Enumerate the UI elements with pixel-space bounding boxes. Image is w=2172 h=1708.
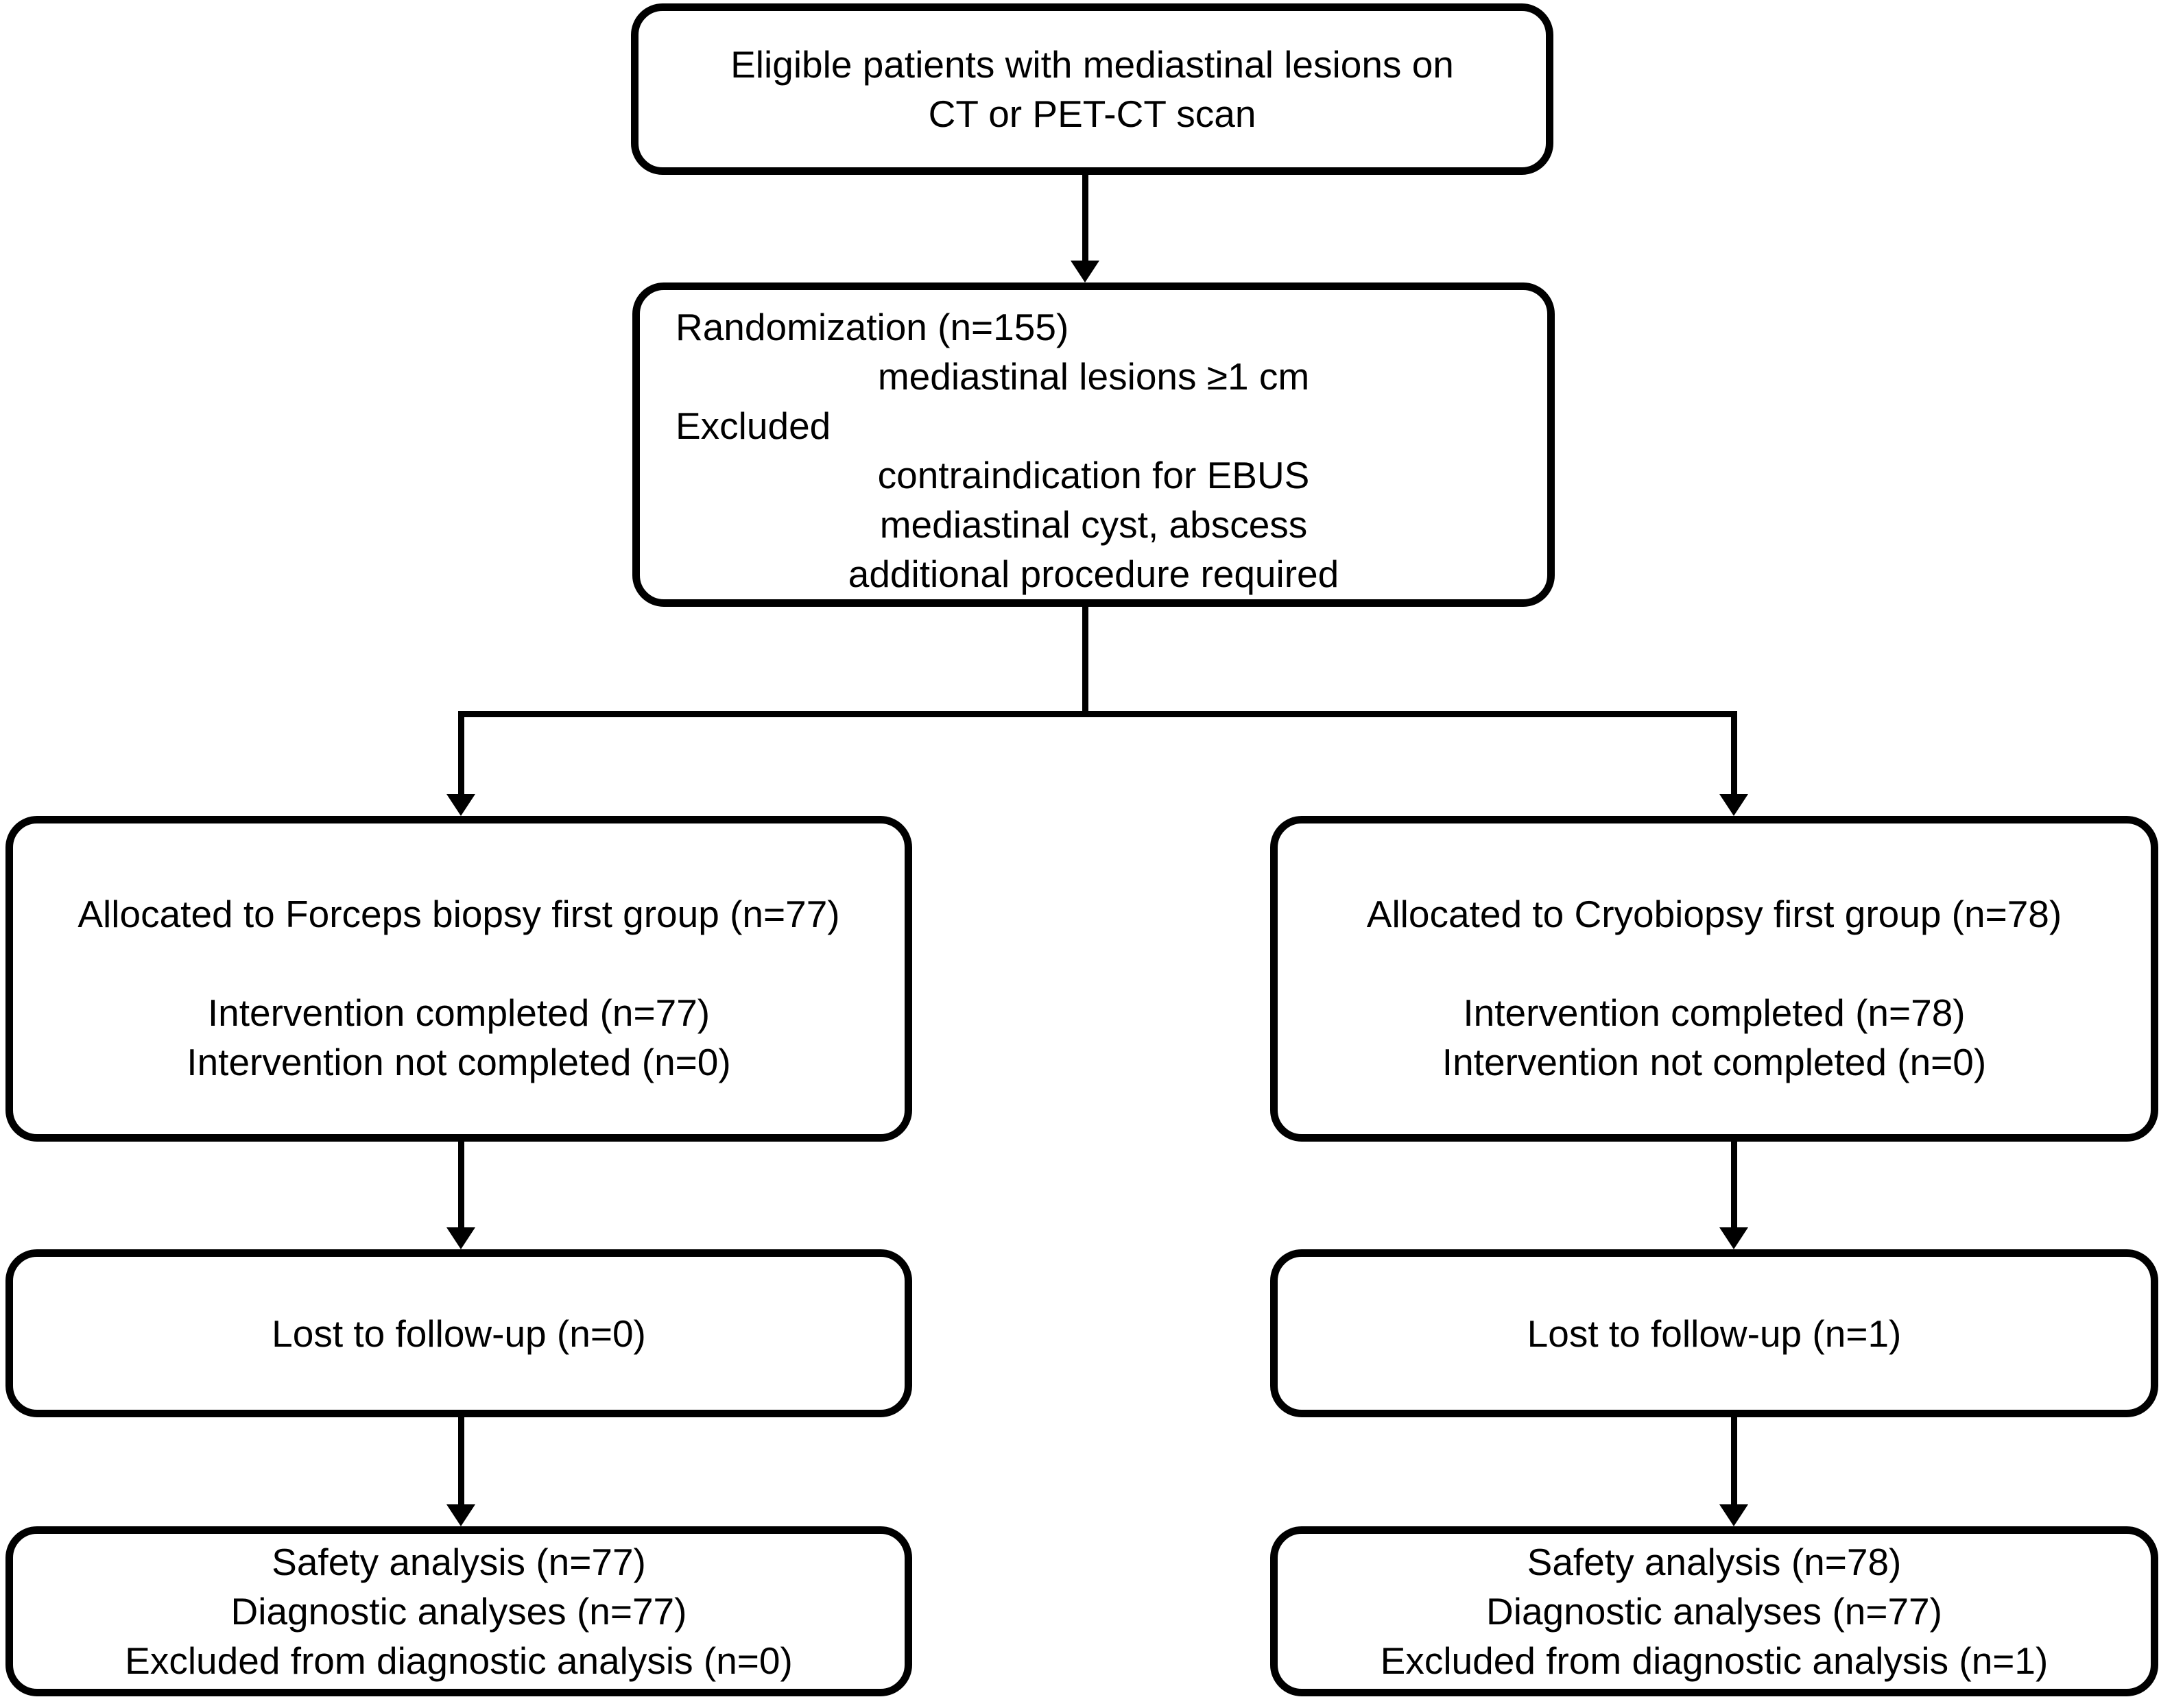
arrowhead-to-randomization	[1071, 261, 1099, 282]
box-randomization: Randomization (n=155) mediastinal lesion…	[632, 282, 1555, 607]
box-analysis-cryobiopsy: Safety analysis (n=78) Diagnostic analys…	[1270, 1526, 2158, 1696]
alloc-forceps-title: Allocated to Forceps biopsy first group …	[77, 892, 840, 935]
randomization-excluded-label: Excluded	[676, 405, 831, 447]
forceps-excluded-diagnostic: Excluded from diagnostic analysis (n=0)	[125, 1639, 793, 1682]
connector-randomization-stem	[1082, 607, 1088, 714]
alloc-cryo-title: Allocated to Cryobiopsy first group (n=7…	[1366, 892, 2062, 935]
randomization-title: Randomization (n=155)	[676, 306, 1069, 348]
connector-branch-left-drop	[458, 711, 464, 796]
eligible-text-line-1: Eligible patients with mediastinal lesio…	[730, 43, 1454, 86]
box-lost-followup-cryobiopsy: Lost to follow-up (n=1)	[1270, 1249, 2158, 1417]
connector-forceps-to-lost-line	[458, 1142, 464, 1229]
connector-cryo-to-analysis-line	[1731, 1417, 1737, 1505]
alloc-forceps-not-completed: Intervention not completed (n=0)	[187, 1040, 731, 1083]
randomization-excluded-3: additional procedure required	[848, 553, 1339, 595]
forceps-diagnostic-analyses: Diagnostic analyses (n=77)	[230, 1590, 687, 1633]
box-analysis-forceps: Safety analysis (n=77) Diagnostic analys…	[5, 1526, 912, 1696]
randomization-criteria: mediastinal lesions ≥1 cm	[877, 355, 1310, 398]
arrowhead-to-cryobiopsy-allocation	[1719, 794, 1748, 816]
cryo-excluded-diagnostic: Excluded from diagnostic analysis (n=1)	[1380, 1639, 2049, 1682]
randomization-excluded-2: mediastinal cyst, abscess	[879, 503, 1308, 546]
alloc-cryo-completed: Intervention completed (n=78)	[1463, 991, 1966, 1034]
blank-line	[1278, 939, 2151, 988]
eligible-text-line-2: CT or PET-CT scan	[928, 93, 1256, 135]
alloc-cryo-not-completed: Intervention not completed (n=0)	[1442, 1040, 1987, 1083]
connector-forceps-to-analysis-line	[458, 1417, 464, 1505]
arrowhead-to-forceps-analysis	[446, 1504, 475, 1526]
lost-cryo-text: Lost to follow-up (n=1)	[1527, 1312, 1902, 1355]
cryo-safety-analysis: Safety analysis (n=78)	[1527, 1541, 1902, 1583]
blank-line	[13, 939, 905, 988]
forceps-safety-analysis: Safety analysis (n=77)	[272, 1541, 646, 1583]
lost-forceps-text: Lost to follow-up (n=0)	[272, 1312, 646, 1355]
box-allocation-cryobiopsy: Allocated to Cryobiopsy first group (n=7…	[1270, 816, 2158, 1142]
cryo-diagnostic-analyses: Diagnostic analyses (n=77)	[1486, 1590, 1942, 1633]
box-allocation-forceps: Allocated to Forceps biopsy first group …	[5, 816, 912, 1142]
arrowhead-to-cryo-lost	[1719, 1227, 1748, 1249]
box-eligible-patients: Eligible patients with mediastinal lesio…	[631, 3, 1553, 175]
connector-branch-right-drop	[1731, 711, 1737, 796]
randomization-excluded-1: contraindication for EBUS	[877, 454, 1310, 496]
arrowhead-to-cryo-analysis	[1719, 1504, 1748, 1526]
arrowhead-to-forceps-lost	[446, 1227, 475, 1249]
connector-cryo-to-lost-line	[1731, 1142, 1737, 1229]
connector-eligible-to-randomization-line	[1082, 175, 1088, 263]
alloc-forceps-completed: Intervention completed (n=77)	[207, 991, 711, 1034]
box-lost-followup-forceps: Lost to follow-up (n=0)	[5, 1249, 912, 1417]
arrowhead-to-forceps-allocation	[446, 794, 475, 816]
connector-branch-horizontal	[458, 711, 1737, 717]
